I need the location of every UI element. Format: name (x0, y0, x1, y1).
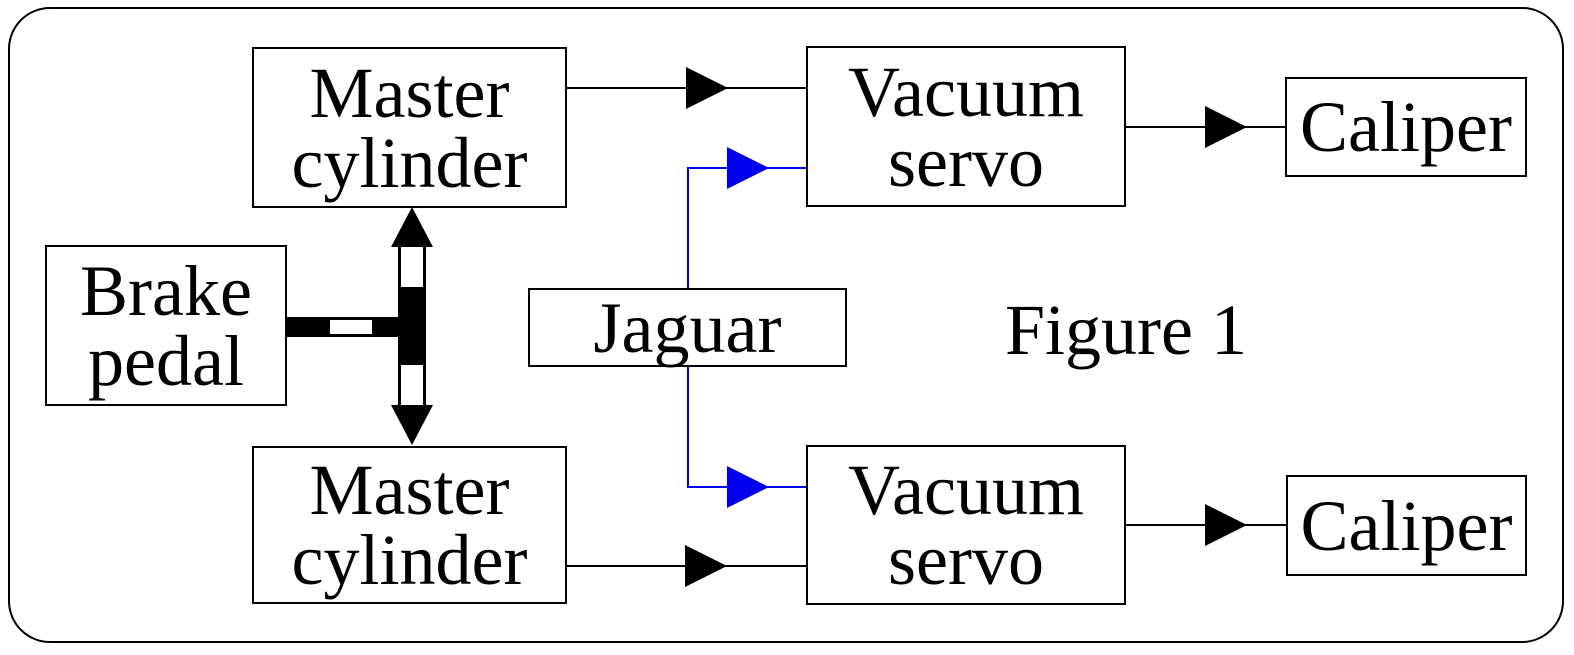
node-label-line: Caliper (1300, 485, 1513, 566)
node-label-line: Master (309, 52, 510, 133)
node-label-line: cylinder (291, 520, 528, 600)
arrowhead-right-icon (1205, 106, 1247, 148)
node-caliper-bottom: Caliper (1286, 475, 1527, 576)
figure-caption: Figure 1 (1005, 290, 1247, 370)
blue-arrowhead-right-icon (727, 466, 769, 508)
node-label-line: Master (309, 450, 510, 530)
arrowhead-up-icon (391, 207, 433, 247)
arrowhead-right-icon (1205, 504, 1247, 546)
node-label-line: Caliper (1300, 87, 1512, 167)
thick-arrow-segment (287, 317, 330, 337)
node-label-line: servo (888, 520, 1044, 600)
blue-arrowhead-right-icon (727, 147, 769, 189)
node-jaguar: Jaguar (528, 288, 847, 367)
thick-arrow-segment (398, 247, 426, 287)
node-label-line: cylinder (291, 122, 528, 203)
node-label-line: pedal (88, 320, 244, 401)
node-caliper-top: Caliper (1285, 77, 1527, 177)
arrow-line-jaguar-to-vacuum-servo-bottom-vertical (687, 366, 689, 488)
diagram-border (8, 7, 1564, 643)
arrowhead-down-icon (391, 405, 433, 445)
arrowhead-right-icon (685, 545, 727, 587)
node-vacuum-servo-top: Vacuum servo (806, 46, 1126, 207)
node-label-line: Jaguar (593, 287, 782, 368)
node-master-cylinder-top: Master cylinder (252, 47, 567, 208)
node-master-cylinder-bottom: Master cylinder (252, 446, 567, 604)
node-label-line: Brake (80, 250, 252, 331)
thick-arrow-segment (372, 317, 426, 337)
thick-arrow-segment (330, 317, 372, 337)
node-label-line: servo (888, 121, 1044, 202)
arrow-line-jaguar-to-vacuum-servo-top-vertical (687, 167, 689, 288)
node-vacuum-servo-bottom: Vacuum servo (806, 445, 1126, 605)
node-label-line: Vacuum (848, 51, 1084, 132)
node-brake-pedal: Brake pedal (45, 245, 287, 406)
arrowhead-right-icon (686, 67, 728, 109)
node-label-line: Vacuum (848, 450, 1084, 530)
thick-arrow-segment (398, 365, 426, 405)
